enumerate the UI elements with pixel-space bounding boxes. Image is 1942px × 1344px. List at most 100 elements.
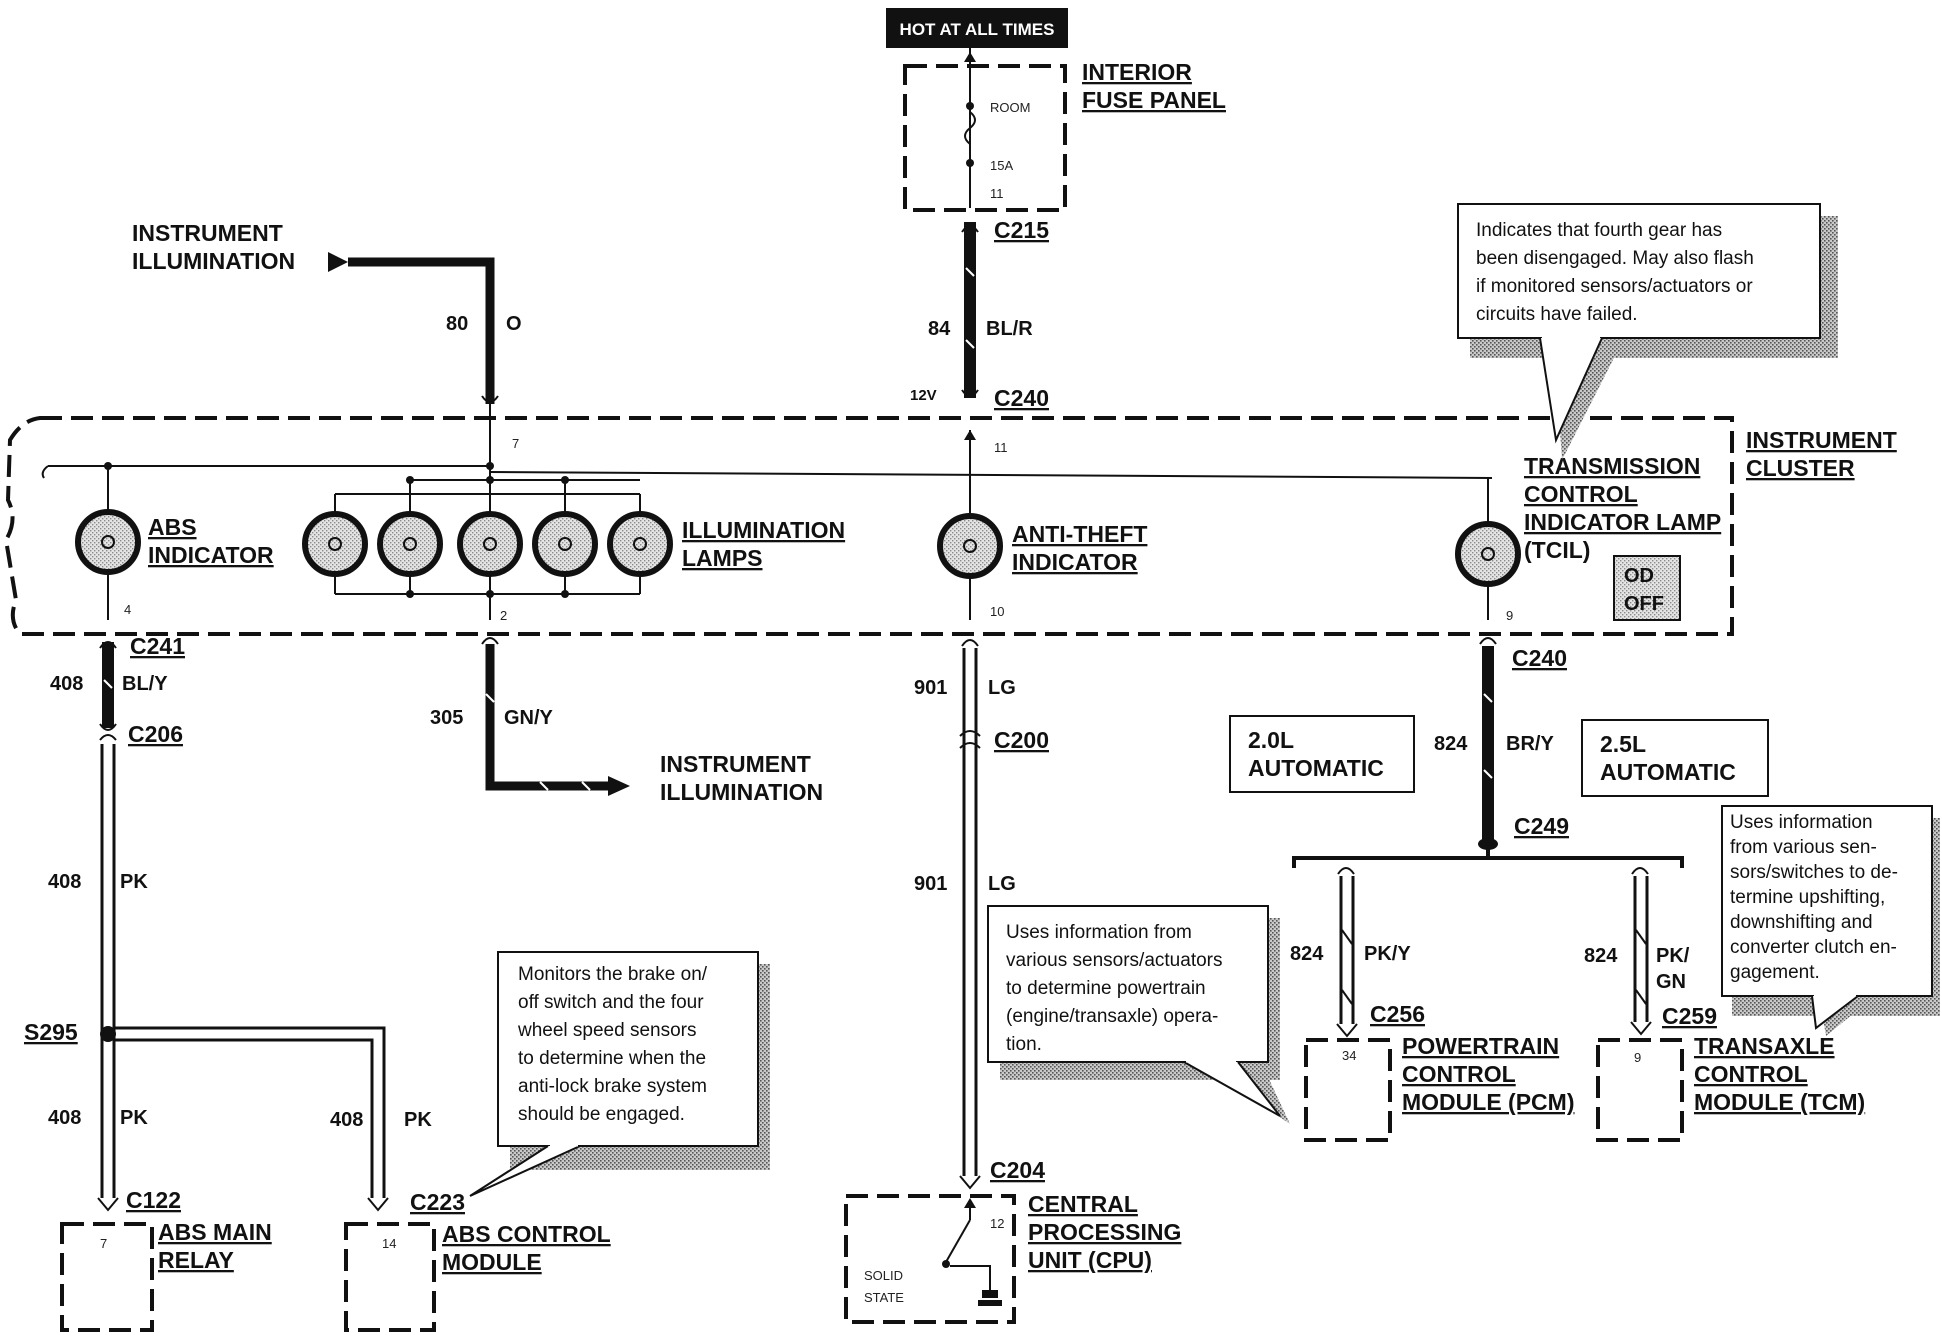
wire-408-c-number: 408 bbox=[48, 1107, 81, 1129]
abs-control-module-label-2: MODULE bbox=[442, 1249, 542, 1275]
pcm-label-3: MODULE (PCM) bbox=[1402, 1089, 1574, 1115]
svg-text:14: 14 bbox=[382, 1236, 396, 1251]
pcm-callout-note: Uses information from various sensors/ac… bbox=[987, 905, 1290, 1124]
svg-text:termine upshifting,: termine upshifting, bbox=[1730, 887, 1885, 908]
hot-at-all-times-tag: HOT AT ALL TIMES bbox=[886, 8, 1068, 48]
svg-text:anti-lock brake system: anti-lock brake system bbox=[518, 1076, 707, 1097]
anti-theft-indicator-label: ANTI-THEFT bbox=[1012, 521, 1147, 547]
wire-824-c-number: 824 bbox=[1584, 945, 1618, 967]
svg-text:circuits have failed.: circuits have failed. bbox=[1476, 304, 1638, 325]
cpu-label: CENTRAL bbox=[1028, 1191, 1138, 1217]
svg-text:been disengaged. May also flas: been disengaged. May also flash bbox=[1476, 248, 1754, 269]
svg-text:2.0L: 2.0L bbox=[1248, 727, 1294, 753]
wire-824-a-number: 824 bbox=[1434, 733, 1468, 755]
svg-text:9: 9 bbox=[1634, 1050, 1641, 1065]
connector-c223: C223 bbox=[410, 1189, 465, 1215]
tcil-label-3: INDICATOR LAMP bbox=[1524, 509, 1721, 535]
svg-text:converter clutch en-: converter clutch en- bbox=[1730, 937, 1897, 958]
wire-305-color: GN/Y bbox=[504, 707, 554, 729]
svg-text:sors/switches to de-: sors/switches to de- bbox=[1730, 862, 1898, 883]
wire-305-number: 305 bbox=[430, 707, 463, 729]
fuse-panel-title-2: FUSE PANEL bbox=[1082, 87, 1226, 113]
wire-408-a-color: BL/Y bbox=[122, 673, 168, 695]
instrument-illumination-out-label-2: ILLUMINATION bbox=[660, 779, 823, 805]
svg-text:wheel speed sensors: wheel speed sensors bbox=[517, 1020, 697, 1041]
pcm-label: POWERTRAIN bbox=[1402, 1033, 1559, 1059]
wire-901-a-color: LG bbox=[988, 677, 1016, 699]
abs-indicator-label-2: INDICATOR bbox=[148, 542, 274, 568]
instrument-illumination-in-label-2: ILLUMINATION bbox=[132, 248, 295, 274]
svg-text:STATE: STATE bbox=[864, 1290, 904, 1305]
svg-text:to determine powertrain: to determine powertrain bbox=[1006, 978, 1206, 999]
connector-c122: C122 bbox=[126, 1187, 181, 1213]
engine-2-0l-box: 2.0L AUTOMATIC bbox=[1229, 715, 1415, 793]
wire-824-b-number: 824 bbox=[1290, 943, 1324, 965]
cluster-pin-11: 11 bbox=[994, 440, 1008, 455]
wire-824-a-color: BR/Y bbox=[1506, 733, 1554, 755]
cluster-pin-4: 4 bbox=[124, 602, 131, 617]
instrument-illumination-in-label: INSTRUMENT bbox=[132, 220, 283, 246]
connector-c204: C204 bbox=[990, 1157, 1045, 1183]
wire-84 bbox=[961, 222, 979, 398]
svg-text:AUTOMATIC: AUTOMATIC bbox=[1600, 759, 1736, 785]
abs-indicator-label: ABS bbox=[148, 514, 197, 540]
svg-text:Monitors the brake on/: Monitors the brake on/ bbox=[518, 964, 708, 985]
svg-text:Uses information from: Uses information from bbox=[1006, 922, 1192, 943]
wire-84-color: BL/R bbox=[986, 318, 1033, 340]
illumination-lamp-4 bbox=[532, 480, 598, 594]
svg-text:Indicates that fourth gear has: Indicates that fourth gear has bbox=[1476, 220, 1722, 241]
wire-80-color: O bbox=[506, 313, 522, 335]
wire-901 bbox=[959, 639, 981, 1190]
tcil-callout-note: Indicates that fourth gear has been dise… bbox=[1457, 203, 1838, 460]
wire-824-pk-y bbox=[1336, 867, 1358, 1038]
fuse-rating: 15A bbox=[990, 158, 1013, 173]
abs-main-relay-label-2: RELAY bbox=[158, 1247, 234, 1273]
abs-indicator-lamp bbox=[75, 509, 141, 575]
instrument-cluster-title-2: CLUSTER bbox=[1746, 455, 1855, 481]
connector-c256: C256 bbox=[1370, 1001, 1425, 1027]
svg-text:off switch and the four: off switch and the four bbox=[518, 992, 704, 1013]
svg-text:2.5L: 2.5L bbox=[1600, 731, 1646, 757]
wire-408-c-color: PK bbox=[120, 1107, 148, 1129]
tcm-label-3: MODULE (TCM) bbox=[1694, 1089, 1865, 1115]
illumination-lamps-label-2: LAMPS bbox=[682, 545, 763, 571]
tcil-lamp bbox=[1455, 521, 1521, 587]
splice-s295: S295 bbox=[24, 1019, 78, 1045]
svg-text:should be engaged.: should be engaged. bbox=[518, 1104, 685, 1125]
wire-408-b-color: PK bbox=[120, 871, 148, 893]
svg-text:Uses information: Uses information bbox=[1730, 812, 1873, 833]
svg-text:from various sen-: from various sen- bbox=[1730, 837, 1877, 858]
cluster-pin-7: 7 bbox=[512, 436, 519, 451]
tcm-label: TRANSAXLE bbox=[1694, 1033, 1835, 1059]
voltage-12v: 12V bbox=[910, 387, 937, 404]
abs-control-module-label: ABS CONTROL bbox=[442, 1221, 611, 1247]
connector-c259: C259 bbox=[1662, 1003, 1717, 1029]
wire-84-number: 84 bbox=[928, 318, 951, 340]
svg-text:OD: OD bbox=[1624, 565, 1654, 587]
svg-text:various sensors/actuators: various sensors/actuators bbox=[1006, 950, 1223, 971]
wire-901-b-color: LG bbox=[988, 873, 1016, 895]
wire-901-a-number: 901 bbox=[914, 677, 947, 699]
fuse-room-label: ROOM bbox=[990, 100, 1030, 115]
wire-80-number: 80 bbox=[446, 313, 468, 335]
illumination-lamp-1 bbox=[302, 494, 368, 594]
tcil-label-2: CONTROL bbox=[1524, 481, 1638, 507]
fuse-panel-title: INTERIOR bbox=[1082, 59, 1192, 85]
illumination-lamps-label: ILLUMINATION bbox=[682, 517, 845, 543]
transaxle-control-module: 9 bbox=[1596, 1038, 1684, 1142]
connector-c240-right: C240 bbox=[1512, 645, 1567, 671]
wire-408-d-number: 408 bbox=[330, 1109, 363, 1131]
interior-fuse-panel: ROOM 15A 11 bbox=[903, 48, 1067, 212]
svg-text:(engine/transaxle) opera-: (engine/transaxle) opera- bbox=[1006, 1006, 1218, 1027]
anti-theft-indicator-label-2: INDICATOR bbox=[1012, 549, 1138, 575]
connector-c240-top: C240 bbox=[994, 385, 1049, 411]
wire-408-pk bbox=[97, 734, 389, 1212]
illumination-lamp-5 bbox=[607, 494, 673, 594]
svg-text:SOLID: SOLID bbox=[864, 1268, 903, 1283]
svg-text:12: 12 bbox=[990, 1216, 1004, 1231]
instrument-cluster-title: INSTRUMENT bbox=[1746, 427, 1897, 453]
cluster-pin-2: 2 bbox=[500, 608, 507, 623]
instrument-cluster bbox=[3, 404, 1734, 636]
svg-text:downshifting and: downshifting and bbox=[1730, 912, 1873, 933]
